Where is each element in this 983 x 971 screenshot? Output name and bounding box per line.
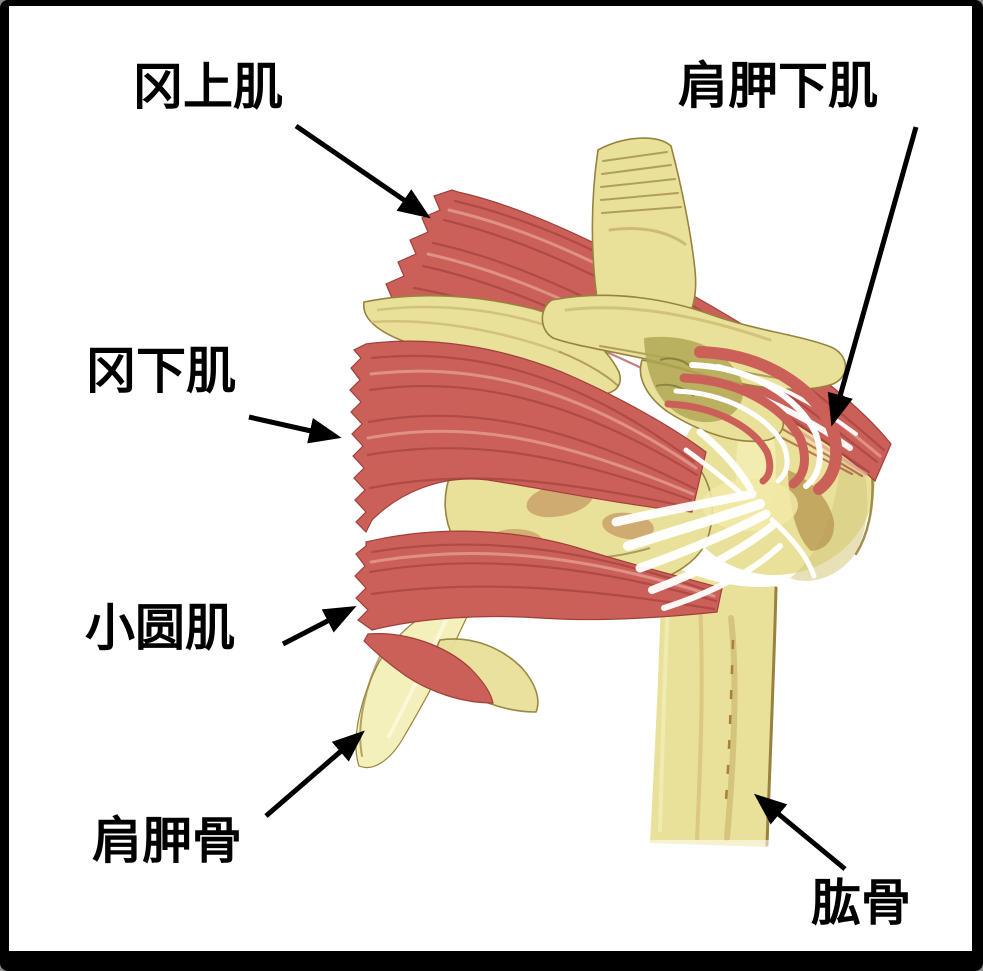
infraspinatus-muscle xyxy=(349,340,707,534)
infraspinatus-belly xyxy=(349,340,707,534)
label-subscapularis: 肩胛下肌 xyxy=(678,57,878,115)
subscapularis-tendon-wrap xyxy=(664,346,843,495)
acromion-bone xyxy=(591,137,697,342)
arrow-infraspinatus xyxy=(248,414,342,444)
arrow-humerus xyxy=(753,793,847,871)
humerus-shaft xyxy=(650,560,776,847)
label-supraspinatus: 冈上肌 xyxy=(133,58,283,116)
label-humerus: 肱骨 xyxy=(811,874,911,932)
arrow-scapula xyxy=(264,730,365,818)
callout-arrows xyxy=(248,123,919,871)
teres-major-muscle-edge xyxy=(363,633,494,704)
label-scapula: 肩胛骨 xyxy=(92,812,242,870)
scapula-lateral-border-bone xyxy=(355,599,539,769)
arrow-teres-minor xyxy=(281,606,357,647)
acromion-striations xyxy=(600,151,687,246)
arrow-supraspinatus xyxy=(294,123,431,219)
label-infraspinatus: 冈下肌 xyxy=(86,342,236,400)
label-teres-minor: 小圆肌 xyxy=(85,599,235,657)
teres-minor-belly xyxy=(354,530,723,631)
infraspinatus-fiber-streaks xyxy=(366,354,699,509)
arrow-subscapularis xyxy=(827,126,919,427)
